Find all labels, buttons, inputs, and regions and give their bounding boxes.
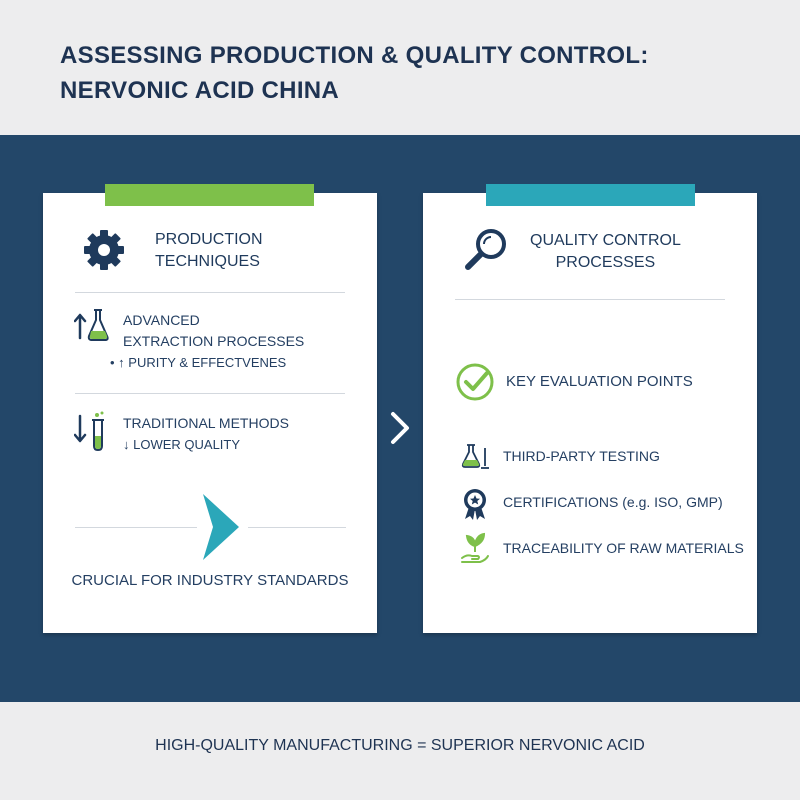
quality-heading: QUALITY CONTROL PROCESSES xyxy=(530,232,681,271)
quality-item-3: TRACEABILITY OF RAW MATERIALS xyxy=(503,540,744,556)
lab-flask-icon xyxy=(461,444,489,469)
production-card xyxy=(43,193,377,633)
green-tab xyxy=(105,184,314,206)
traditional-methods: TRADITIONAL METHODS ↓ LOWER QUALITY xyxy=(123,415,289,452)
certificate-badge-icon xyxy=(464,489,486,520)
teal-tab xyxy=(486,184,695,206)
production-heading: PRODUCTION TECHNIQUES xyxy=(155,231,263,270)
advanced-extraction: ADVANCED EXTRACTION PROCESSES xyxy=(123,312,305,349)
key-evaluation-points: KEY EVALUATION POINTS xyxy=(506,373,693,390)
teal-arrow-icon xyxy=(203,494,239,560)
footer-text: HIGH-QUALITY MANUFACTURING = SUPERIOR NE… xyxy=(155,737,645,754)
check-circle-icon xyxy=(456,363,494,401)
divider xyxy=(248,527,346,528)
conclusion-text: CRUCIAL FOR INDUSTRY STANDARDS xyxy=(71,572,349,589)
divider xyxy=(75,527,197,528)
page-title: ASSESSING PRODUCTION & QUALITY CONTROL: … xyxy=(60,38,760,108)
magnifier-icon xyxy=(465,229,506,270)
title-line-1: ASSESSING PRODUCTION & QUALITY CONTROL: xyxy=(60,42,649,69)
divider xyxy=(455,299,725,300)
gear-icon xyxy=(84,230,124,270)
divider xyxy=(75,292,345,293)
test-tube-down-icon xyxy=(74,411,104,452)
chevron-right-icon xyxy=(391,412,409,444)
quality-item-1: THIRD-PARTY TESTING xyxy=(503,448,660,464)
title-line-2: NERVONIC ACID CHINA xyxy=(60,77,340,104)
flask-up-icon xyxy=(74,309,109,341)
advanced-bullet: • ↑ PURITY & EFFECTVENES xyxy=(110,355,287,370)
plant-hand-icon xyxy=(461,532,489,563)
divider xyxy=(75,393,345,394)
quality-item-2: CERTIFICATIONS (e.g. ISO, GMP) xyxy=(503,494,723,510)
